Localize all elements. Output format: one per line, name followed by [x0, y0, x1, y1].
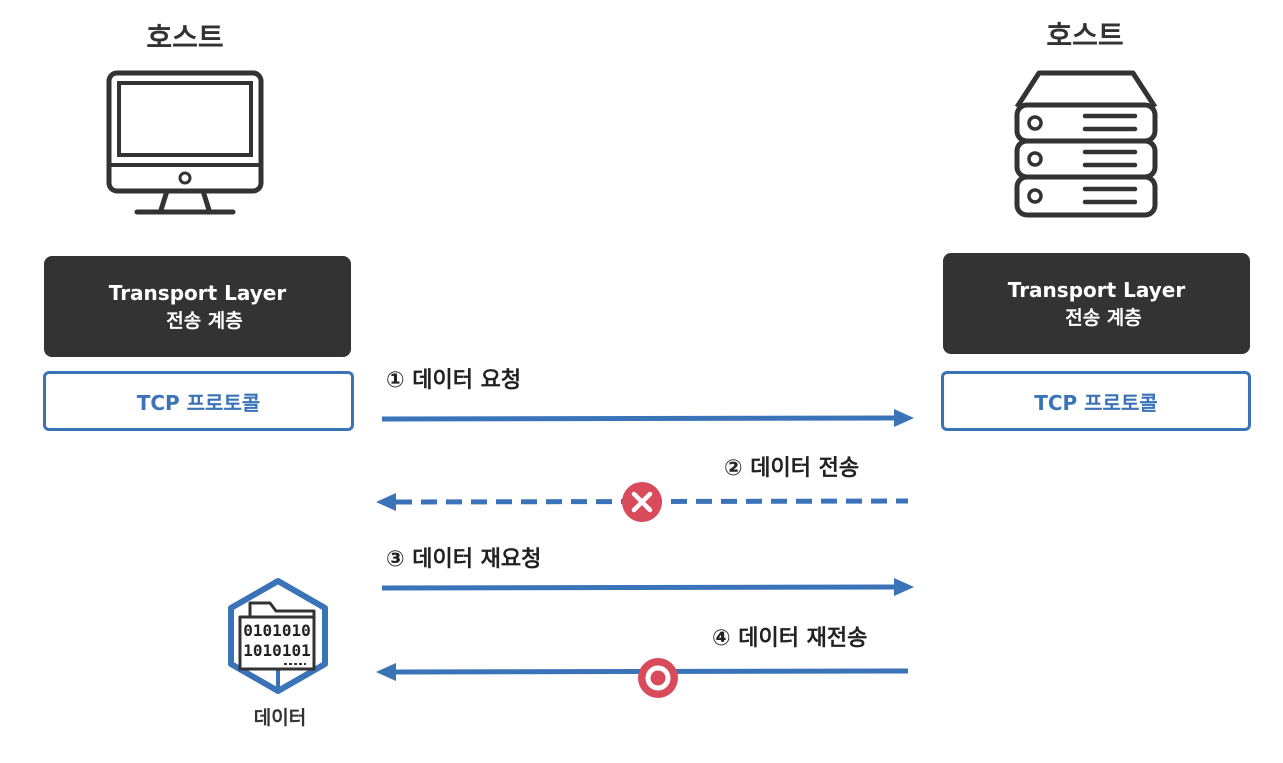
binary-line-2: 1010101	[243, 641, 310, 660]
step-3-arrow	[381, 578, 914, 596]
left-host-title: 호스트	[146, 21, 224, 54]
server-rack-icon	[1014, 70, 1158, 218]
right-tcp-protocol-box: TCP 프로토콜	[941, 371, 1251, 431]
failure-x-icon	[622, 482, 662, 522]
step-4-label: ④ 데이터 재전송	[712, 626, 868, 651]
step-3-label: ③ 데이터 재요청	[386, 547, 542, 572]
binary-line-1: 0101010	[243, 621, 310, 640]
data-caption: 데이터	[253, 707, 307, 729]
right-host-title: 호스트	[1046, 19, 1124, 52]
left-transport-layer-box: Transport Layer 전송 계층	[44, 256, 351, 357]
right-layer-name-en: Transport Layer	[1007, 277, 1186, 302]
left-layer-name-en: Transport Layer	[108, 280, 287, 305]
data-package-icon: 0101010 1010101	[228, 578, 328, 694]
step-2-label: ② 데이터 전송	[724, 456, 860, 481]
left-layer-name-ko: 전송 계층	[166, 309, 243, 332]
desktop-monitor-icon	[106, 70, 264, 215]
step-1-label: ① 데이터 요청	[386, 368, 522, 393]
step-1-arrow	[381, 409, 914, 427]
right-layer-name-ko: 전송 계층	[1065, 306, 1142, 329]
success-o-icon	[638, 658, 678, 698]
left-tcp-protocol-box: TCP 프로토콜	[43, 371, 354, 431]
right-transport-layer-box: Transport Layer 전송 계층	[943, 253, 1250, 354]
